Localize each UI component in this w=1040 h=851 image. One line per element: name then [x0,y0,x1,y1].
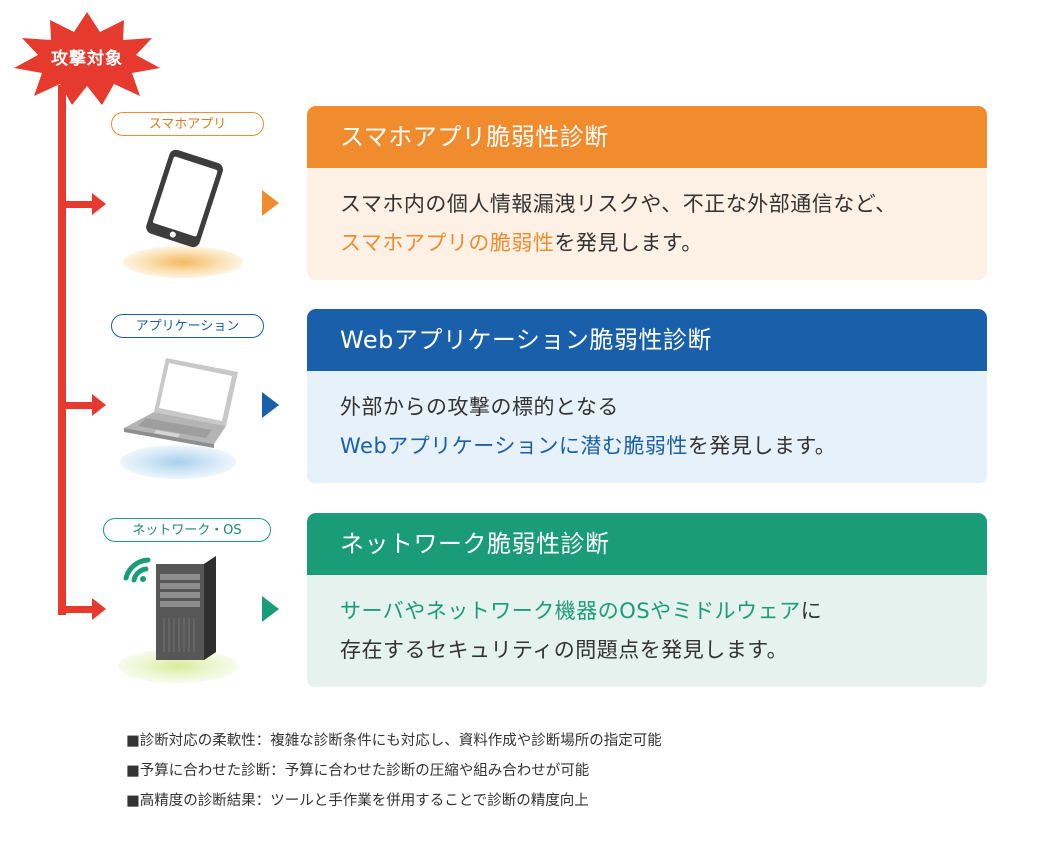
attack-burst-icon [14,12,160,105]
card-description-network: サーバやネットワーク機器のOSやミドルウェアに 存在するセキュリティの問題点を発… [307,575,987,687]
tag-mobile-app: スマホアプリ [111,112,264,136]
laptop-icon [120,358,238,479]
card-description-web-application: 外部からの攻撃の標的となる Webアプリケーションに潜む脆弱性を発見します。 [307,371,987,483]
pointer-arrow-mobile [262,190,279,216]
note-budget: ■予算に合わせた診断：予算に合わせた診断の圧縮や組み合わせが可能 [126,763,590,779]
description-line-2: Webアプリケーションに潜む脆弱性を発見します。 [340,427,987,466]
branch-arrow-mobile [92,193,106,215]
card-web-application: Webアプリケーション脆弱性診断 外部からの攻撃の標的となる Webアプリケーシ… [307,309,987,484]
description-line-1: 外部からの攻撃の標的となる [340,395,619,419]
description-line-1: サーバやネットワーク機器のOSやミドルウェアに [340,592,987,631]
card-network: ネットワーク脆弱性診断 サーバやネットワーク機器のOSやミドルウェアに 存在する… [307,513,987,688]
attack-target-label: 攻撃対象 [51,49,123,69]
card-title-network: ネットワーク脆弱性診断 [307,513,987,575]
wifi-icon [123,557,151,583]
pointer-arrow-web [262,392,279,418]
pointer-arrow-network [262,596,279,622]
highlight-text: スマホアプリの脆弱性 [340,231,555,255]
highlight-text: Webアプリケーションに潜む脆弱性 [340,434,688,458]
description-line-2: スマホアプリの脆弱性を発見します。 [340,224,987,263]
description-line-1: スマホ内の個人情報漏洩リスクや、不正な外部通信など、 [340,192,897,216]
tag-network-os: ネットワーク・OS [103,518,271,542]
branch-arrow-web [92,394,106,416]
description-text: を発見します。 [687,434,837,458]
attack-target-trunk-line [58,85,66,615]
tag-application: アプリケーション [111,314,264,338]
note-flexibility: ■診断対応の柔軟性：複雑な診断条件にも対応し、資料作成や診断場所の指定可能 [126,733,662,749]
branch-line-mobile [58,201,94,208]
branch-line-network [58,606,94,613]
card-title-web-application: Webアプリケーション脆弱性診断 [307,309,987,371]
card-description-mobile-app: スマホ内の個人情報漏洩リスクや、不正な外部通信など、 スマホアプリの脆弱性を発見… [307,168,987,280]
description-line-2: 存在するセキュリティの問題点を発見します。 [340,638,789,662]
smartphone-icon [123,150,243,278]
feature-notes-list: ■診断対応の柔軟性：複雑な診断条件にも対応し、資料作成や診断場所の指定可能 ■予… [126,726,662,816]
description-text: を発見します。 [554,231,703,255]
server-icon [118,556,238,683]
card-title-mobile-app: スマホアプリ脆弱性診断 [307,106,987,168]
branch-arrow-network [92,598,106,620]
highlight-text: サーバやネットワーク機器のOSやミドルウェア [340,599,801,623]
description-text: に [800,599,823,623]
branch-line-web [58,402,94,409]
note-accuracy: ■高精度の診断結果：ツールと手作業を併用することで診断の精度向上 [126,793,589,809]
card-mobile-app: スマホアプリ脆弱性診断 スマホ内の個人情報漏洩リスクや、不正な外部通信など、 ス… [307,106,987,280]
